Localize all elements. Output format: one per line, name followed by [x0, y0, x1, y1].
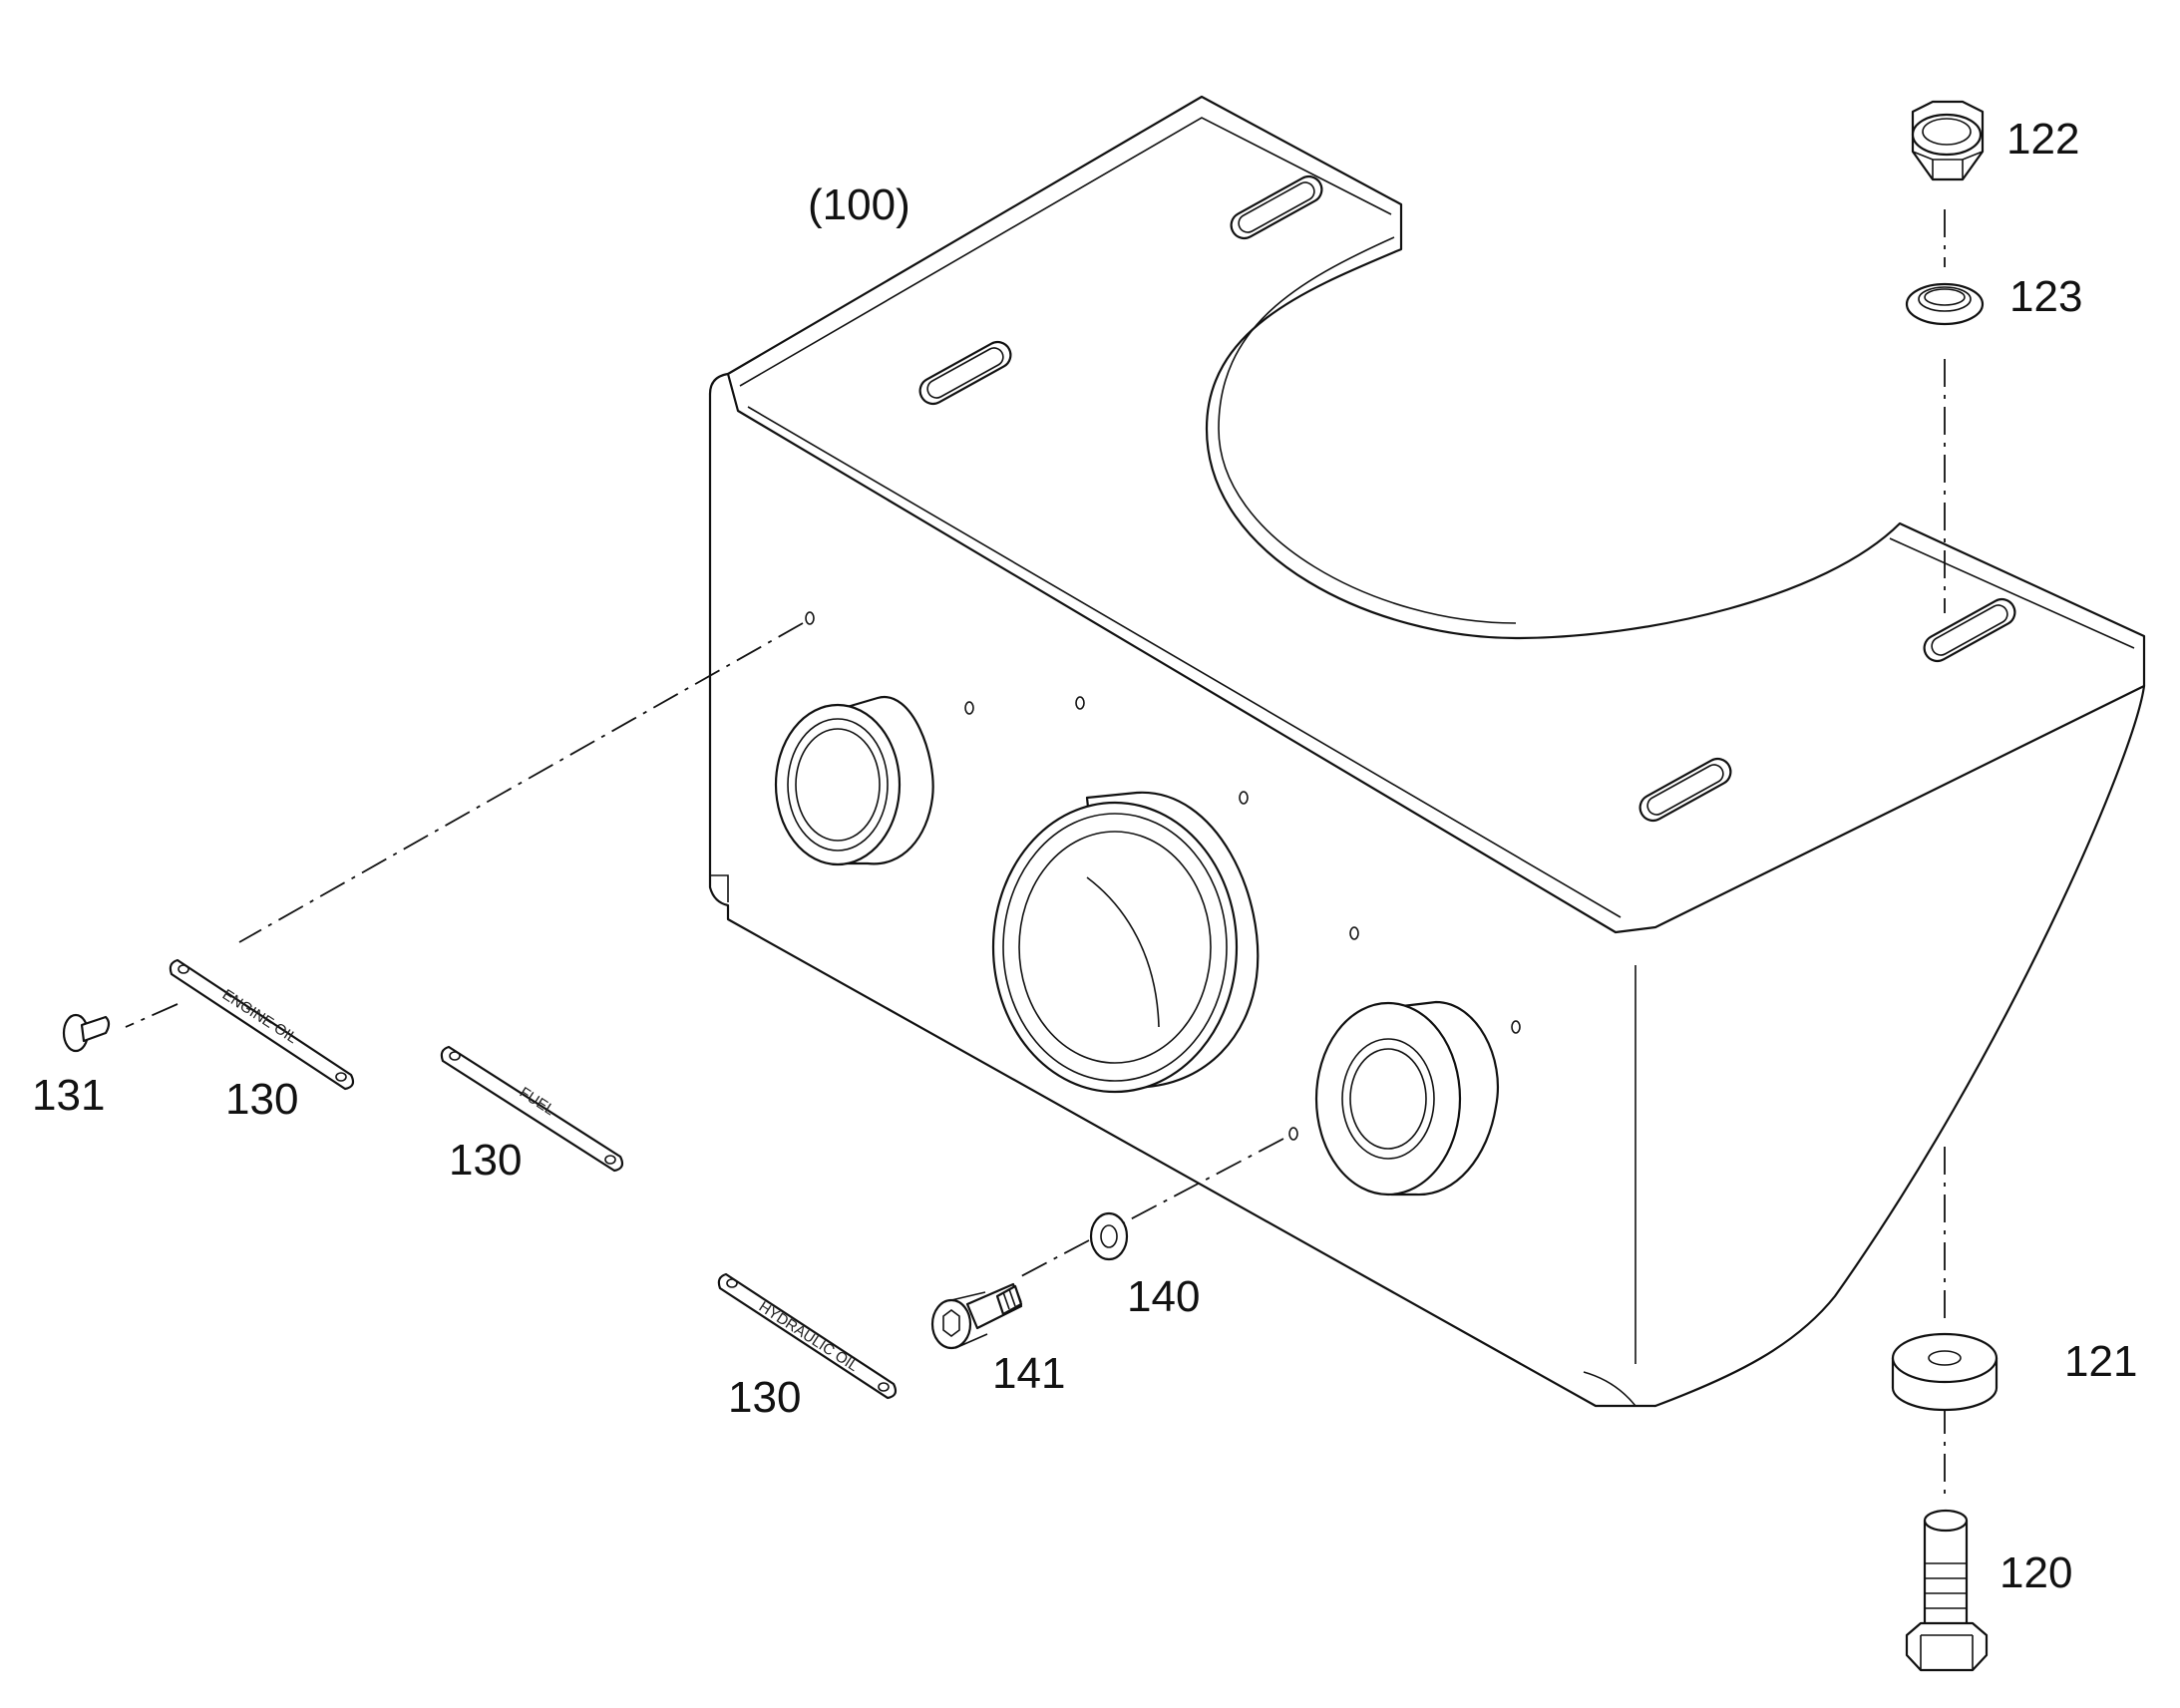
rivet-131 — [62, 1013, 111, 1053]
washer-123 — [1905, 282, 1985, 326]
callout-140: 140 — [1127, 1272, 1200, 1321]
callout-120: 120 — [1999, 1548, 2072, 1597]
port-small-left — [774, 695, 934, 866]
callout-130-hydraulic-oil: 130 — [728, 1373, 801, 1422]
face-holes — [805, 611, 1521, 1141]
callout-131: 131 — [32, 1071, 105, 1120]
port-small-right — [1314, 1000, 1499, 1196]
callout-130-engine-oil: 130 — [225, 1075, 298, 1124]
callout-123: 123 — [2009, 272, 2082, 321]
callout-122: 122 — [2006, 115, 2079, 164]
slot-holes — [918, 174, 2016, 823]
spacer-121 — [1891, 1332, 1998, 1412]
bracket-body — [708, 95, 2146, 1408]
plate-label-hydraulic-oil: HYDRAULIC OIL — [756, 1298, 862, 1375]
plate-engine-oil — [169, 958, 355, 1091]
nut-122 — [1911, 100, 1985, 181]
screw-141 — [930, 1282, 1023, 1350]
callout-130-fuel: 130 — [449, 1136, 522, 1185]
callout-141: 141 — [992, 1349, 1065, 1398]
plate-hydraulic-oil — [717, 1272, 898, 1400]
washer-140 — [1089, 1211, 1129, 1261]
plate-fuel — [440, 1045, 624, 1173]
plate-label-engine-oil: ENGINE OIL — [219, 986, 300, 1047]
bolt-120 — [1905, 1509, 1989, 1672]
assembly-label: (100) — [808, 180, 910, 229]
port-large-center — [991, 791, 1260, 1094]
center-lines — [125, 209, 1946, 1501]
callout-121: 121 — [2064, 1337, 2137, 1386]
